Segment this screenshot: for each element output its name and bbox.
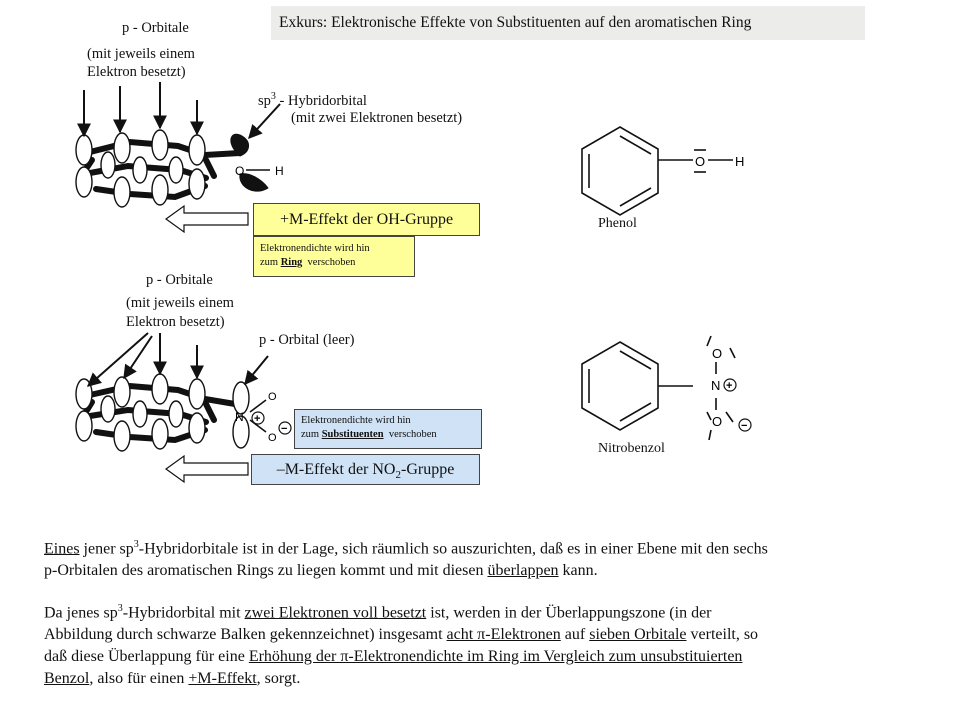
nitro-charge-plus: + xyxy=(726,380,732,392)
top-hybrid-note: (mit zwei Elektronen besetzt) xyxy=(291,110,463,126)
bottom-atom-o-upper: O xyxy=(268,391,277,403)
bottom-p-orbitals-note-1: (mit jeweils einem xyxy=(126,295,234,311)
top-orbital-diagram xyxy=(75,82,281,234)
top-hybrid-label: sp3 - Hybridorbital xyxy=(258,91,367,109)
phenol-label: Phenol xyxy=(598,216,637,231)
bottom-p-orbitals xyxy=(75,373,250,452)
phenol-atom-h: H xyxy=(735,154,744,169)
nitro-charge-minus: − xyxy=(741,420,747,432)
bottom-density-note: Elektronendichte wird hin zum Substituen… xyxy=(294,409,482,449)
top-p-orbitals-note-2: Elektron besetzt) xyxy=(87,64,186,80)
bottom-orbital-diagram xyxy=(75,332,292,484)
bottom-p-orbitals-label: p - Orbitale xyxy=(146,272,213,288)
top-density-note: Elektronendichte wird hin zum Ring versc… xyxy=(253,236,415,277)
top-atom-o: O xyxy=(235,164,244,178)
plus-m-effect-label: +M-Effekt der OH-Gruppe xyxy=(253,203,480,236)
diagram-canvas: O H xyxy=(75,82,752,484)
nitro-atom-n: N xyxy=(711,378,720,393)
nitrobenzol-structure xyxy=(581,335,752,441)
bottom-p-orbitals-note-2: Elektron besetzt) xyxy=(126,314,225,330)
nitro-atom-o-lower: O xyxy=(712,414,722,429)
bottom-charge-plus: + xyxy=(254,413,260,425)
top-p-orbitals-note-1: (mit jeweils einem xyxy=(87,46,195,62)
slide-title: Exkurs: Elektronische Effekte von Substi… xyxy=(271,6,865,40)
nitrobenzol-label: Nitrobenzol xyxy=(598,441,665,456)
explanation-paragraph-1: Eines jener sp3-Hybridorbitale ist in de… xyxy=(44,539,768,580)
explanation-paragraph-2: Da jenes sp3-Hybridorbital mit zwei Elek… xyxy=(44,603,759,688)
phenol-structure xyxy=(581,126,733,216)
bottom-atom-o-lower: O xyxy=(268,432,277,444)
bottom-charge-minus: − xyxy=(281,423,287,435)
bottom-empty-p-orbital-label: p - Orbital (leer) xyxy=(259,332,355,348)
top-p-orbitals xyxy=(75,129,206,208)
top-p-orbitals-label: p - Orbitale xyxy=(122,20,189,36)
minus-m-effect-label: –M-Effekt der NO2-Gruppe xyxy=(251,454,480,485)
top-atom-h: H xyxy=(275,164,284,178)
nitro-atom-o-upper: O xyxy=(712,346,722,361)
bottom-atom-n: N xyxy=(235,410,244,424)
phenol-atom-o: O xyxy=(695,154,705,169)
